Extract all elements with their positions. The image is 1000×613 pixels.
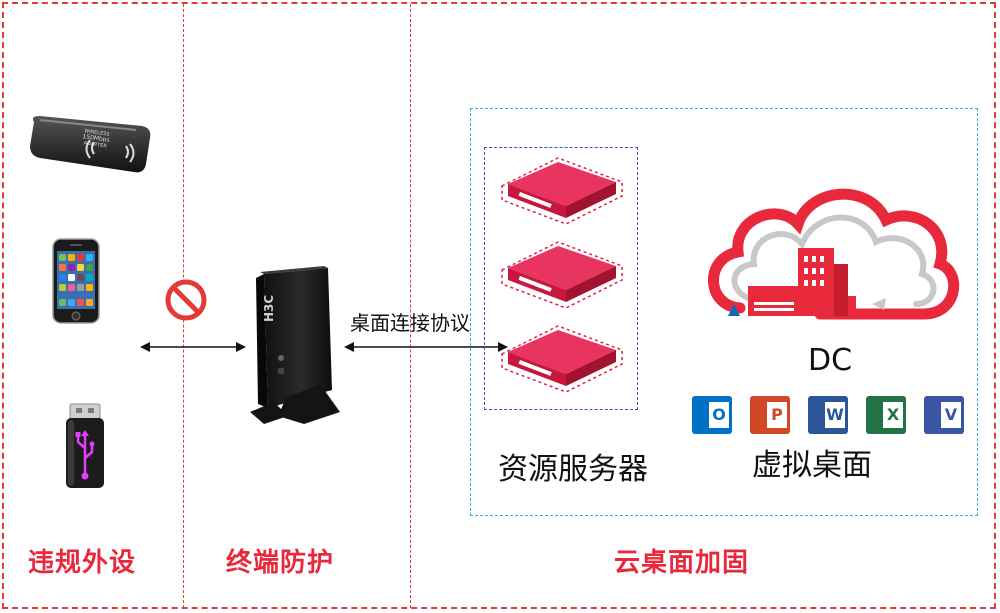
word-icon: W (808, 396, 848, 434)
zone-label-terminal: 终端防护 (226, 548, 335, 578)
smartphone-icon (52, 238, 100, 324)
wifi-dongle-icon (30, 116, 151, 173)
prohibited-icon (165, 279, 207, 321)
desktop-protocol-arrow (344, 342, 508, 352)
blocked-connection-arrow (140, 342, 246, 352)
thin-client-icon (250, 266, 340, 424)
zone-label-peripherals: 违规外设 (28, 548, 137, 578)
virtual-desktop-label: 虚拟桌面 (752, 448, 872, 483)
powerpoint-letter: P (767, 402, 787, 428)
zone-label-cloud: 云桌面加固 (614, 548, 750, 578)
device-brand: H3C (262, 294, 276, 322)
powerpoint-icon: P (750, 396, 790, 434)
cloud-datacenter-icon (708, 188, 960, 320)
zone-divider-right (410, 4, 411, 608)
outlook-letter: O (709, 402, 729, 428)
excel-letter: X (883, 402, 903, 428)
excel-icon: X (866, 396, 906, 434)
protocol-label: 桌面连接协议 (350, 311, 470, 335)
usb-drive-icon (66, 403, 104, 488)
dc-label: DC (808, 343, 853, 378)
outlook-icon: O (692, 396, 732, 434)
resource-server-group (484, 147, 638, 410)
visio-letter: V (941, 402, 961, 428)
server-icon (501, 325, 623, 393)
server-icon (501, 241, 623, 309)
visio-icon: V (924, 396, 964, 434)
server-icon (501, 157, 623, 225)
word-letter: W (825, 402, 845, 428)
resource-server-label: 资源服务器 (498, 452, 648, 487)
cloud-desktop-boundary (470, 108, 978, 516)
